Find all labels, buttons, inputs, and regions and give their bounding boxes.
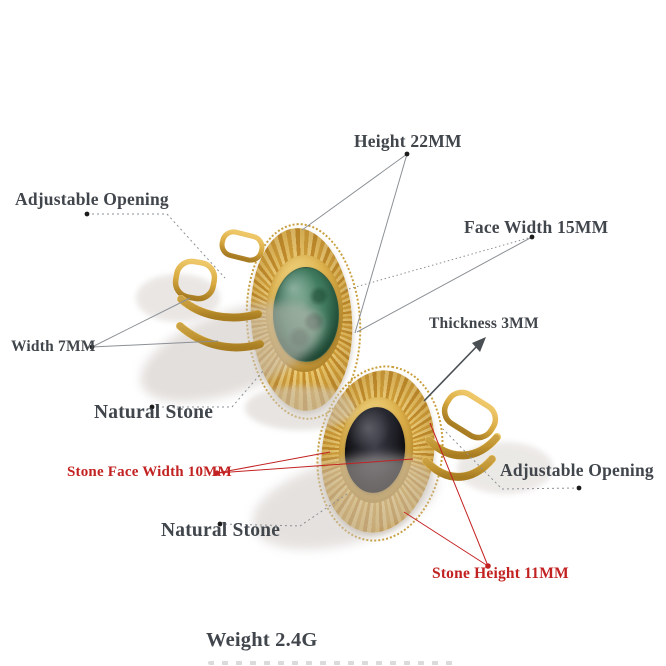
stone-height-line-bottom bbox=[403, 511, 489, 567]
natural-stone-green-leader bbox=[152, 370, 264, 408]
height-line-top bbox=[301, 153, 408, 231]
label-face-width: Face Width 15MM bbox=[464, 217, 609, 237]
black-ring-band bbox=[422, 389, 501, 481]
green-ring-band bbox=[172, 229, 265, 352]
adjustable-left-leader bbox=[87, 213, 226, 279]
face-width-line-solid bbox=[356, 236, 533, 333]
width-line-bottom bbox=[91, 340, 219, 348]
cropped-text-remnant bbox=[208, 661, 458, 665]
height-line-bottom bbox=[354, 153, 408, 334]
leader-dots bbox=[84, 151, 582, 527]
label-natural-stone-black: Natural Stone bbox=[161, 520, 281, 541]
stone-height-line-top bbox=[429, 422, 489, 567]
label-weight: Weight 2.4G bbox=[206, 629, 318, 651]
stone-face-width-line-right bbox=[216, 458, 414, 474]
natural-stone-black-leader bbox=[219, 493, 348, 527]
thickness-arrow bbox=[423, 337, 486, 402]
label-stone-face-width: Stone Face Width 10MM bbox=[67, 464, 232, 480]
label-adjustable-opening-left: Adjustable Opening bbox=[15, 189, 169, 209]
shadows bbox=[136, 274, 553, 550]
face-width-line-dotted bbox=[344, 236, 533, 291]
label-height: Height 22MM bbox=[354, 131, 462, 151]
label-width: Width 7MM bbox=[11, 338, 96, 355]
width-line-top bbox=[91, 297, 191, 348]
label-thickness: Thickness 3MM bbox=[429, 315, 539, 332]
label-adjustable-opening-right: Adjustable Opening bbox=[500, 460, 654, 480]
adjustable-right-leader bbox=[442, 428, 580, 490]
label-natural-stone-green: Natural Stone bbox=[94, 402, 214, 423]
label-stone-height: Stone Height 11MM bbox=[432, 565, 569, 582]
stone-face-width-line-left bbox=[216, 451, 331, 474]
red-leader-dots bbox=[214, 470, 491, 569]
